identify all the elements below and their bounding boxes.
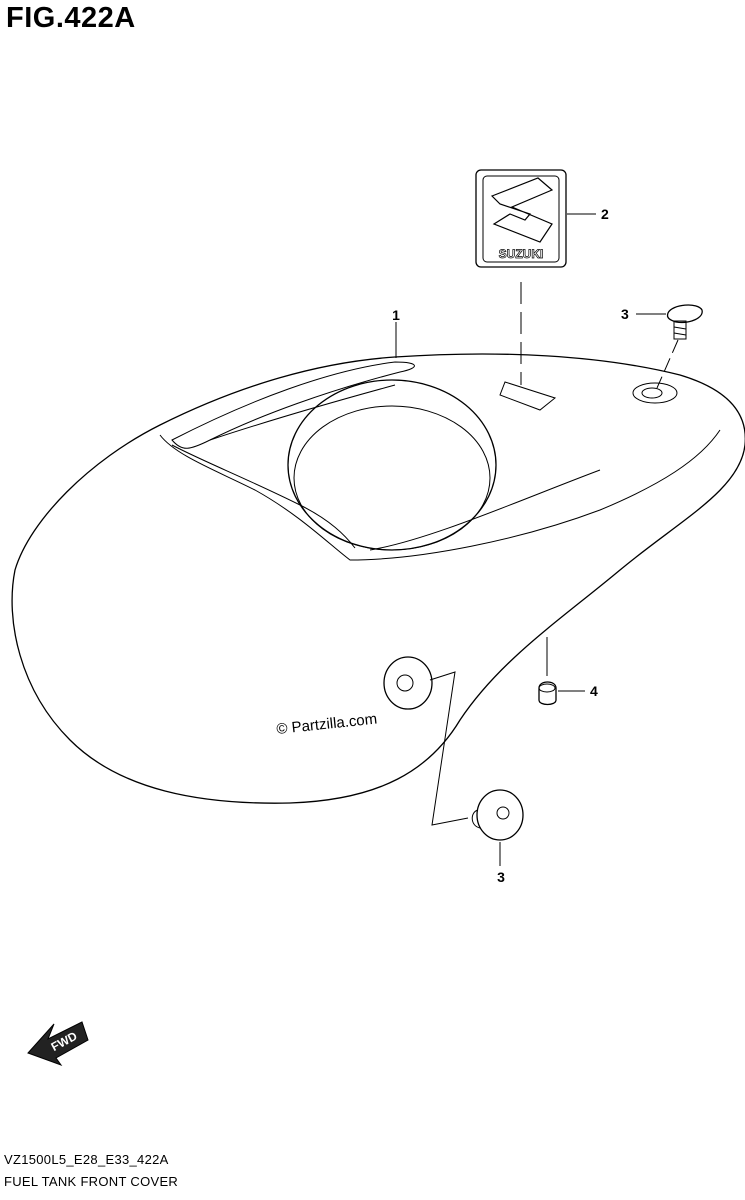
part-name: FUEL TANK FRONT COVER (4, 1174, 179, 1189)
screw-bottom[interactable] (471, 789, 524, 841)
fuel-tank-front-cover[interactable] (11, 353, 745, 804)
callout-3-bottom: 3 (497, 869, 505, 885)
callout-2: 2 (601, 206, 609, 222)
callout-4: 4 (590, 683, 598, 699)
watermark: © Partzilla.com (276, 711, 378, 738)
grommet-leader-line (429, 671, 469, 826)
callout-1: 1 (392, 307, 400, 323)
emblem-text: SUZUKI (499, 247, 544, 261)
grommet-left[interactable] (383, 656, 433, 710)
suzuki-emblem[interactable]: SUZUKI (475, 169, 567, 268)
callout-3-top: 3 (621, 306, 629, 322)
model-code: VZ1500L5_E28_E33_422A (4, 1152, 169, 1167)
figure-title: FIG.422A (6, 2, 136, 34)
suzuki-logo-icon (490, 177, 554, 243)
screw-top-leader-line (656, 339, 679, 389)
fwd-arrow-icon: FWD (27, 1021, 89, 1067)
screw-top[interactable] (666, 304, 703, 340)
cushion[interactable] (538, 681, 557, 706)
